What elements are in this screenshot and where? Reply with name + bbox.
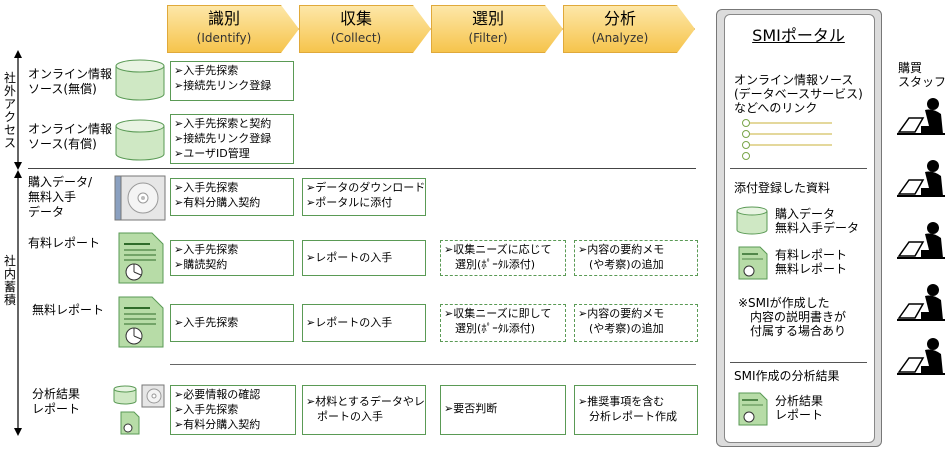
- portal-attached-data: 購入データ無料入手データ: [775, 207, 860, 235]
- database-icon: [736, 206, 768, 235]
- phase-collect: 収集 (Collect): [299, 5, 431, 53]
- phase-analyze: 分析 (Analyze): [563, 5, 695, 53]
- report-document-icon: [120, 411, 140, 435]
- phase-title: 分析: [603, 9, 636, 28]
- row-label-free-report: 無料レポート: [32, 303, 105, 317]
- database-icon: [115, 59, 165, 101]
- staff-label: 購買スタッフ: [898, 61, 947, 89]
- identify-box-analysis: ➢必要情報の確認➢入手先探索➢有料分購入契約: [170, 385, 296, 435]
- staff-person-icons: [897, 98, 945, 375]
- link-list-icon: [742, 119, 832, 160]
- analyze-box-paid-report: ➢内容の要約メモ (や考察)の追加: [574, 240, 698, 276]
- divider-analysis: [170, 364, 696, 365]
- cd-icon: [141, 384, 165, 408]
- portal-results-item: 分析結果レポート: [775, 394, 824, 422]
- report-document-icon: [738, 246, 768, 280]
- collect-box-free-report: ➢レポートの入手: [302, 304, 426, 342]
- cd-icon: [114, 175, 166, 221]
- phase-filter: 選別 (Filter): [431, 5, 563, 53]
- phase-title: 収集: [339, 9, 372, 28]
- phase-identify: 識別 (Identify): [167, 5, 299, 53]
- collect-box-paid-report: ➢レポートの入手: [302, 240, 426, 276]
- portal-attached-title: 添付登録した資料: [734, 181, 831, 195]
- report-document-icon: [118, 232, 164, 284]
- portal-results-title: SMI作成の分析結果: [734, 369, 840, 383]
- identify-box-paid-report: ➢入手先探索➢購読契約: [170, 240, 294, 276]
- report-document-icon: [118, 296, 164, 348]
- filter-box-paid-report: ➢収集ニーズに応じて 選別(ﾎﾟｰﾀﾙ添付): [440, 240, 566, 276]
- phase-title: 識別: [207, 9, 240, 28]
- phase-subtitle: (Identify): [196, 31, 252, 45]
- phase-subtitle: (Filter): [468, 31, 508, 45]
- portal-title: SMIポータル: [752, 26, 845, 45]
- row-label-purchased: 購入データ/無料入手データ: [28, 175, 93, 219]
- identify-box-online-paid: ➢入手先探索と契約➢接続先リンク登録➢ユーザID管理: [170, 114, 294, 164]
- side-label-internal: 社内蓄積: [3, 254, 17, 307]
- identify-box-purchased: ➢入手先探索➢有料分購入契約: [170, 178, 294, 216]
- divider-external-internal: [28, 168, 696, 169]
- portal-links-text: オンライン情報ソース(データベースサービス)などへのリンク: [734, 73, 863, 115]
- side-label-external: 社外アクセス: [3, 71, 17, 150]
- analyze-box-free-report: ➢内容の要約メモ (や考察)の追加: [574, 304, 698, 342]
- row-label-analysis: 分析結果レポート: [32, 387, 81, 416]
- portal-attached-reports: 有料レポート無料レポート: [775, 248, 848, 276]
- row-label-paid-report: 有料レポート: [28, 236, 101, 250]
- collect-box-purchased: ➢データのダウンロード➢ポータルに添付: [302, 178, 426, 216]
- collect-box-analysis: ➢材料とするデータやレ ポートの入手: [302, 385, 426, 435]
- phase-subtitle: (Collect): [330, 31, 382, 45]
- portal-divider: [730, 168, 867, 169]
- filter-box-free-report: ➢収集ニーズに即して 選別(ﾎﾟｰﾀﾙ添付): [440, 304, 566, 342]
- row-label-online-paid: オンライン情報ソース(有償): [28, 122, 113, 151]
- database-icon: [115, 119, 165, 161]
- phase-title: 選別: [471, 9, 504, 28]
- filter-box-analysis: ➢要否判断: [440, 385, 566, 435]
- portal-note: ※SMIが作成した 内容の説明書きが 付属する場合あり: [738, 296, 847, 338]
- identify-box-free-report: ➢入手先探索: [170, 304, 294, 342]
- identify-box-online-free: ➢入手先探索➢接続先リンク登録: [170, 61, 294, 101]
- side-arrows: [14, 50, 22, 436]
- row-label-online-free: オンライン情報ソース(無償): [28, 67, 113, 96]
- report-document-icon: [738, 392, 768, 426]
- portal-divider: [730, 362, 867, 363]
- phase-subtitle: (Analyze): [591, 31, 649, 45]
- database-icon: [113, 385, 137, 405]
- analyze-box-analysis: ➢推奨事項を含む 分析レポート作成: [574, 385, 698, 435]
